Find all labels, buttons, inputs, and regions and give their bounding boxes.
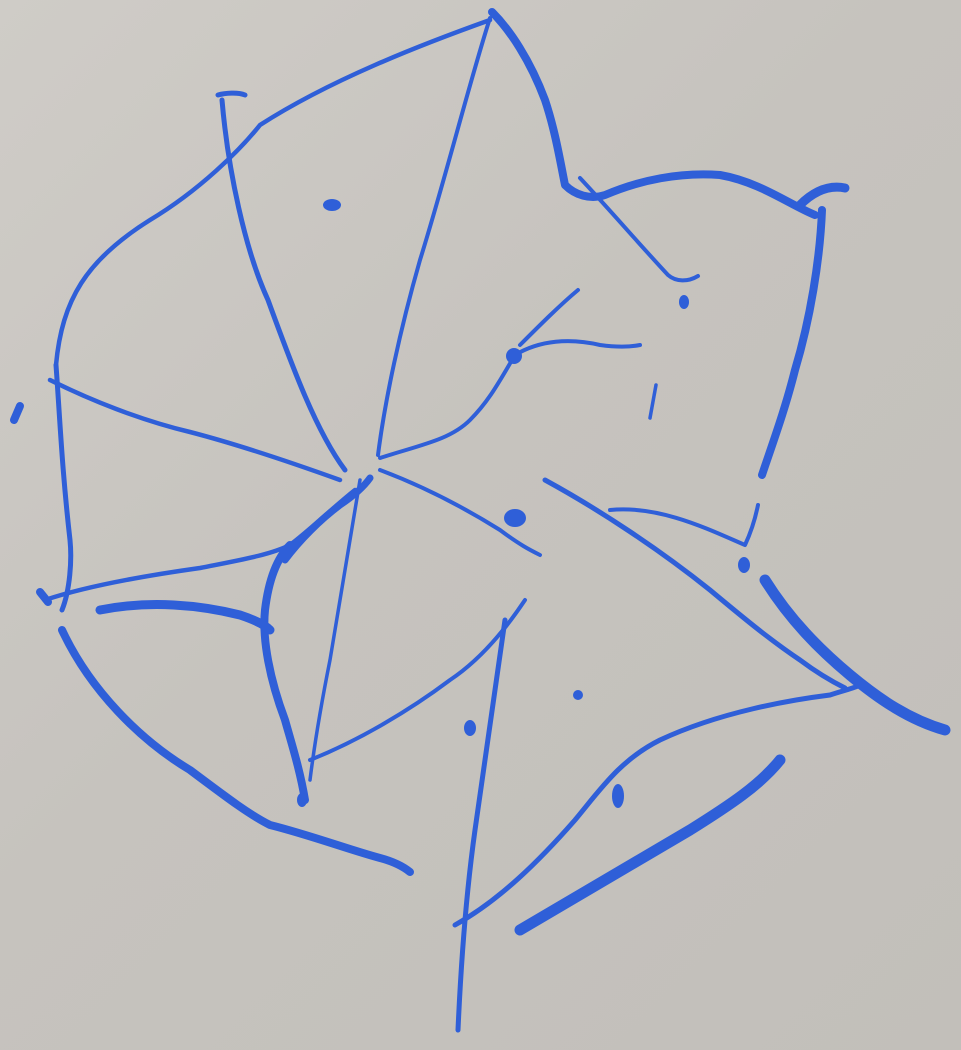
dot-mark-8 — [612, 784, 624, 808]
stroke-left-vertical — [56, 365, 71, 610]
stroke-upper-right-edge — [492, 12, 815, 215]
dot-mark-3 — [506, 348, 522, 364]
stroke-upper-center-join — [285, 478, 370, 560]
stroke-lower-vertical-long — [458, 620, 505, 1030]
stroke-bottom-bold-diagonal — [520, 760, 780, 930]
dot-mark-2 — [679, 295, 689, 309]
dot-mark-7 — [464, 720, 476, 736]
stroke-lower-right-curve — [455, 685, 860, 925]
dot-mark-1 — [323, 199, 341, 211]
dot-mark-5 — [738, 557, 750, 573]
stroke-right-inner-arc — [610, 505, 758, 545]
stroke-lower-spoke-right — [310, 600, 525, 760]
stroke-left-spoke — [50, 380, 340, 480]
stroke-short-diagonal — [520, 290, 578, 345]
stroke-right-vertical — [762, 210, 822, 475]
stroke-left-lobe-top — [45, 490, 355, 600]
stroke-left-lobe-arm — [100, 605, 270, 630]
stroke-lower-left-curve — [62, 630, 410, 872]
stroke-spoke-top — [378, 18, 490, 455]
stroke-far-left-mark — [14, 406, 20, 420]
dot-mark-4 — [504, 509, 526, 527]
tick-mark-1 — [650, 385, 656, 418]
stroke-right-hook — [800, 187, 845, 205]
dot-mark-6 — [573, 690, 583, 700]
stroke-lower-right-diagonal — [545, 480, 845, 688]
stroke-left-lobe-inner — [264, 545, 305, 800]
dot-mark-9 — [297, 793, 307, 807]
